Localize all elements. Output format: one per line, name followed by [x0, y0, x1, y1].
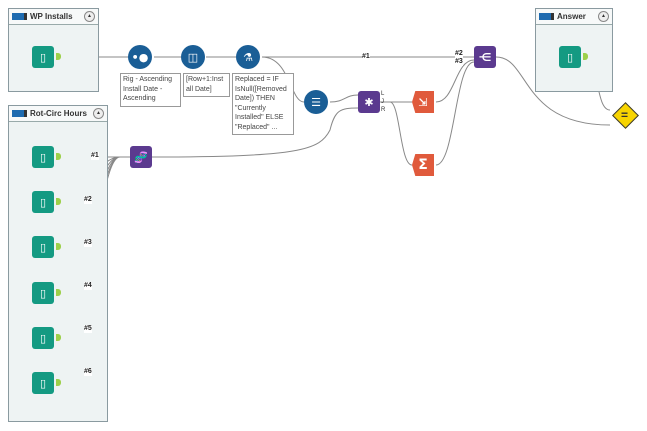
- multi-row-annotation: [Row+1:Install Date]: [183, 73, 230, 97]
- input-data-tool-5[interactable]: ▯: [32, 327, 54, 349]
- collapse-button[interactable]: ▲: [93, 108, 104, 119]
- connection-label: #2: [84, 196, 92, 204]
- connection-label: #1: [91, 152, 99, 160]
- container-title: Rot-Circ Hours: [30, 109, 87, 118]
- formula-tool[interactable]: ⚗: [236, 45, 260, 69]
- output-anchor[interactable]: [56, 379, 61, 386]
- collapse-button[interactable]: ▲: [598, 11, 609, 22]
- container-icon: [12, 110, 27, 117]
- input-data-tool-1[interactable]: ▯: [32, 146, 54, 168]
- input-data-tool-2[interactable]: ▯: [32, 191, 54, 213]
- container-icon: [539, 13, 554, 20]
- connection-label: #4: [84, 282, 92, 290]
- input-data-tool-3[interactable]: ▯: [32, 236, 54, 258]
- union-tool[interactable]: ⋲: [474, 46, 496, 68]
- join-tool[interactable]: ✱: [358, 91, 380, 113]
- sort-tool[interactable]: •●: [128, 45, 152, 69]
- select-tool[interactable]: ☰: [304, 90, 328, 114]
- multi-row-formula-tool[interactable]: ◫: [181, 45, 205, 69]
- output-anchor[interactable]: [56, 243, 61, 250]
- cross-tab-tool[interactable]: ⇲: [412, 91, 434, 113]
- container-title: WP Installs: [30, 12, 73, 21]
- connection-label: #5: [84, 325, 92, 333]
- container-icon: [12, 13, 27, 20]
- summarize-tool[interactable]: Σ: [412, 154, 434, 176]
- connection-label: #1: [362, 53, 370, 61]
- connection-label: #6: [84, 368, 92, 376]
- input-data-tool-4[interactable]: ▯: [32, 282, 54, 304]
- output-anchor[interactable]: [583, 53, 588, 60]
- output-anchor[interactable]: [56, 53, 61, 60]
- input-data-tool-answer[interactable]: ▯: [559, 46, 581, 68]
- dynamic-rename-tool[interactable]: 🧬: [130, 146, 152, 168]
- output-anchor[interactable]: [56, 334, 61, 341]
- output-anchor[interactable]: [56, 198, 61, 205]
- output-anchor[interactable]: [56, 153, 61, 160]
- output-anchor[interactable]: [56, 289, 61, 296]
- sort-annotation: Rig - Ascending Install Date - Ascending: [120, 73, 181, 107]
- input-data-tool-6[interactable]: ▯: [32, 372, 54, 394]
- connection-label: #3: [84, 239, 92, 247]
- connection-label-union: #2#3: [455, 50, 463, 66]
- equals-icon: =: [621, 108, 629, 122]
- input-data-tool[interactable]: ▯: [32, 46, 54, 68]
- formula-annotation: Replaced = IF IsNull([Removed Date]) THE…: [232, 73, 294, 135]
- container-title: Answer: [557, 12, 586, 21]
- collapse-button[interactable]: ▲: [84, 11, 95, 22]
